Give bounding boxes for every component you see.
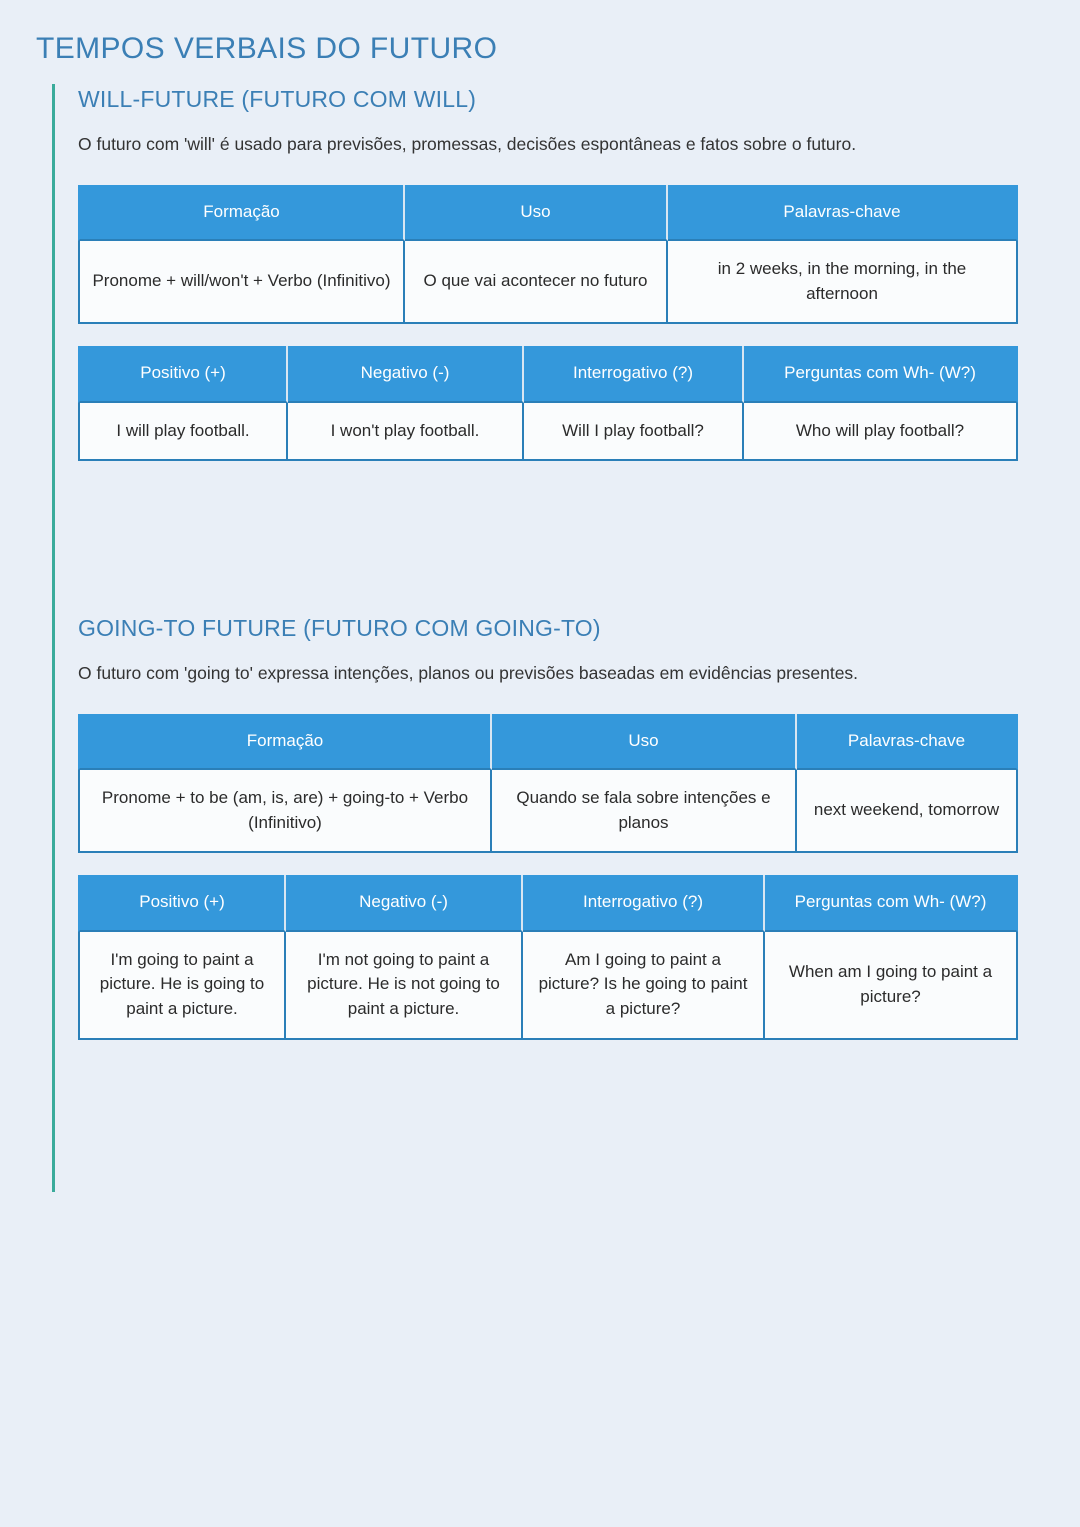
column-header-uso: Uso: [405, 184, 668, 242]
column-header-negativo: Negativo (-): [286, 875, 523, 932]
column-header-positivo: Positivo (+): [78, 875, 286, 932]
section-heading-going-to-future: GOING-TO FUTURE (FUTURO COM GOING-TO): [78, 615, 601, 641]
section-heading-will-future: WILL-FUTURE (FUTURO COM WILL): [78, 86, 477, 112]
table-row: Pronome + to be (am, is, are) + going-to…: [78, 770, 1018, 854]
column-header-perguntas-wh: Perguntas com Wh- (W?): [744, 346, 1018, 403]
table-header-row: Positivo (+) Negativo (-) Interrogativo …: [78, 875, 1018, 932]
column-header-positivo: Positivo (+): [78, 346, 288, 403]
column-header-palavras-chave: Palavras-chave: [668, 184, 1018, 242]
section-description-going-to-future: O futuro com 'going to' expressa intençõ…: [78, 663, 859, 683]
will-future-overview-table: Formação Uso Palavras-chave Pronome + wi…: [78, 184, 1018, 325]
column-header-negativo: Negativo (-): [288, 346, 524, 403]
cell-formacao: Pronome + will/won't + Verbo (Infinitivo…: [78, 241, 405, 325]
column-header-uso: Uso: [492, 713, 797, 771]
column-header-formacao: Formação: [78, 184, 405, 242]
cell-negativo: I'm not going to paint a picture. He is …: [286, 931, 523, 1040]
cell-uso: O que vai acontecer no futuro: [405, 241, 668, 325]
section-will-future: WILL-FUTURE (FUTURO COM WILL) O futuro c…: [78, 86, 1020, 483]
going-to-forms-table: Positivo (+) Negativo (-) Interrogativo …: [78, 875, 1018, 1040]
section-accent-rail: [52, 84, 55, 1192]
cell-perguntas-wh: Who will play football?: [744, 402, 1018, 462]
table-header-row: Formação Uso Palavras-chave: [78, 713, 1018, 771]
table-header-row: Positivo (+) Negativo (-) Interrogativo …: [78, 346, 1018, 403]
cell-uso: Quando se fala sobre intenções e planos: [492, 770, 797, 854]
cell-positivo: I will play football.: [78, 402, 288, 462]
cell-negativo: I won't play football.: [288, 402, 524, 462]
column-header-palavras-chave: Palavras-chave: [797, 713, 1018, 771]
section-description-will-future: O futuro com 'will' é usado para previsõ…: [78, 134, 857, 154]
cell-positivo: I'm going to paint a picture. He is goin…: [78, 931, 286, 1040]
will-future-forms-table: Positivo (+) Negativo (-) Interrogativo …: [78, 346, 1018, 462]
column-header-interrogativo: Interrogativo (?): [524, 346, 744, 403]
going-to-overview-table: Formação Uso Palavras-chave Pronome + to…: [78, 713, 1018, 854]
cell-palavras-chave: in 2 weeks, in the morning, in the after…: [668, 241, 1018, 325]
column-header-perguntas-wh: Perguntas com Wh- (W?): [765, 875, 1018, 932]
cell-formacao: Pronome + to be (am, is, are) + going-to…: [78, 770, 492, 854]
cell-interrogativo: Am I going to paint a picture? Is he goi…: [523, 931, 765, 1040]
table-row: Pronome + will/won't + Verbo (Infinitivo…: [78, 241, 1018, 325]
cell-interrogativo: Will I play football?: [524, 402, 744, 462]
column-header-interrogativo: Interrogativo (?): [523, 875, 765, 932]
section-going-to-future: GOING-TO FUTURE (FUTURO COM GOING-TO) O …: [78, 615, 1020, 1062]
cell-perguntas-wh: When am I going to paint a picture?: [765, 931, 1018, 1040]
table-header-row: Formação Uso Palavras-chave: [78, 184, 1018, 242]
cell-palavras-chave: next weekend, tomorrow: [797, 770, 1018, 854]
page-title: TEMPOS VERBAIS DO FUTURO: [36, 32, 498, 66]
column-header-formacao: Formação: [78, 713, 492, 771]
table-row: I'm going to paint a picture. He is goin…: [78, 931, 1018, 1040]
table-row: I will play football. I won't play footb…: [78, 402, 1018, 462]
